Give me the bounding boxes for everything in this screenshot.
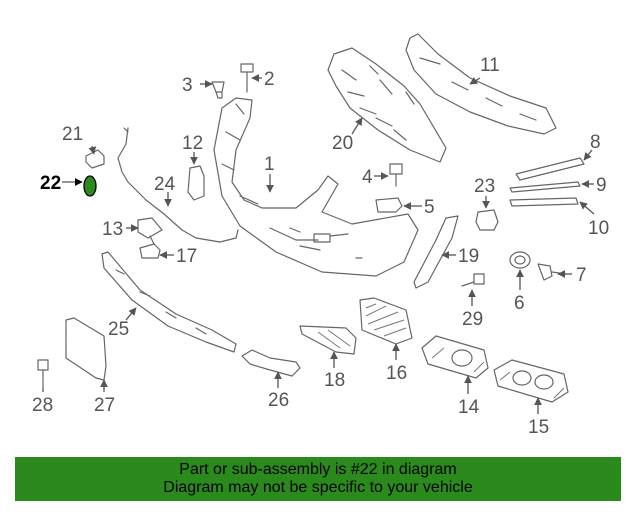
nut-part-6 bbox=[509, 251, 531, 269]
callout-18[interactable]: 18 bbox=[324, 370, 345, 391]
bolt-part-2 bbox=[240, 63, 254, 93]
bolt-part-7 bbox=[537, 263, 567, 281]
trim-part-26 bbox=[241, 349, 301, 377]
bumper-cover-part bbox=[213, 97, 419, 277]
callout-11[interactable]: 11 bbox=[480, 55, 500, 76]
plate-part-27 bbox=[65, 317, 107, 381]
cover-part-15 bbox=[493, 359, 569, 403]
pin-part-3 bbox=[211, 81, 225, 99]
bracket-part-12 bbox=[187, 165, 205, 201]
callout-19[interactable]: 19 bbox=[458, 246, 479, 267]
callout-28[interactable]: 28 bbox=[32, 395, 53, 416]
callout-labels: 22 21 3 2 1 11 20 12 24 4 5 23 8 9 10 13… bbox=[32, 55, 609, 438]
callout-16[interactable]: 16 bbox=[386, 363, 407, 384]
callout-1[interactable]: 1 bbox=[264, 154, 275, 175]
spoiler-part-25 bbox=[101, 251, 237, 353]
callout-6[interactable]: 6 bbox=[514, 293, 525, 314]
callout-20[interactable]: 20 bbox=[332, 133, 353, 154]
clip-part-5 bbox=[375, 197, 403, 213]
callout-2[interactable]: 2 bbox=[264, 69, 275, 90]
bolt-part-28 bbox=[37, 359, 49, 389]
parts-diagram: 22 21 3 2 1 11 20 12 24 4 5 23 8 9 10 13… bbox=[32, 33, 609, 438]
sensor-part-17 bbox=[139, 235, 161, 259]
stud-part-29 bbox=[461, 273, 485, 287]
callout-22[interactable]: 22 bbox=[40, 173, 61, 194]
callout-5[interactable]: 5 bbox=[424, 197, 435, 218]
callout-9[interactable]: 9 bbox=[596, 175, 607, 196]
harness-part-24 bbox=[117, 127, 239, 243]
trim-part-9 bbox=[509, 181, 581, 193]
callout-4[interactable]: 4 bbox=[362, 167, 373, 188]
callout-7[interactable]: 7 bbox=[576, 265, 587, 286]
trim-part-18 bbox=[299, 325, 357, 355]
callout-27[interactable]: 27 bbox=[94, 395, 115, 416]
bracket-part-20 bbox=[327, 47, 447, 163]
callout-14[interactable]: 14 bbox=[458, 397, 480, 418]
callout-26[interactable]: 26 bbox=[268, 390, 289, 411]
trim-part-10 bbox=[509, 197, 579, 207]
grommet-part-22 bbox=[83, 175, 97, 197]
banner-line-1: Part or sub-assembly is #22 in diagram bbox=[179, 461, 457, 478]
callout-15[interactable]: 15 bbox=[528, 417, 549, 438]
callout-23[interactable]: 23 bbox=[474, 176, 495, 197]
callout-17[interactable]: 17 bbox=[176, 246, 197, 267]
leader-lines bbox=[42, 74, 595, 414]
bracket-part-11 bbox=[405, 33, 557, 135]
callout-24[interactable]: 24 bbox=[154, 174, 176, 195]
cap-part-23 bbox=[475, 209, 499, 231]
callout-12[interactable]: 12 bbox=[182, 133, 203, 154]
callout-8[interactable]: 8 bbox=[590, 132, 601, 153]
info-banner: Part or sub-assembly is #22 in diagram D… bbox=[15, 457, 621, 501]
bracket-part-13 bbox=[137, 217, 163, 239]
trim-part-8 bbox=[515, 157, 585, 181]
callout-3[interactable]: 3 bbox=[182, 75, 193, 96]
callout-25[interactable]: 25 bbox=[108, 319, 129, 340]
grille-part-16 bbox=[359, 297, 413, 345]
cover-part-14 bbox=[421, 335, 489, 379]
clip-part-21 bbox=[85, 149, 105, 169]
callout-10[interactable]: 10 bbox=[588, 218, 609, 239]
callout-21[interactable]: 21 bbox=[62, 124, 83, 145]
trim-part-19 bbox=[413, 215, 459, 289]
callout-29[interactable]: 29 bbox=[462, 309, 483, 330]
callout-13[interactable]: 13 bbox=[102, 219, 123, 240]
screw-part-4 bbox=[389, 163, 403, 187]
banner-line-2: Diagram may not be specific to your vehi… bbox=[163, 479, 473, 496]
